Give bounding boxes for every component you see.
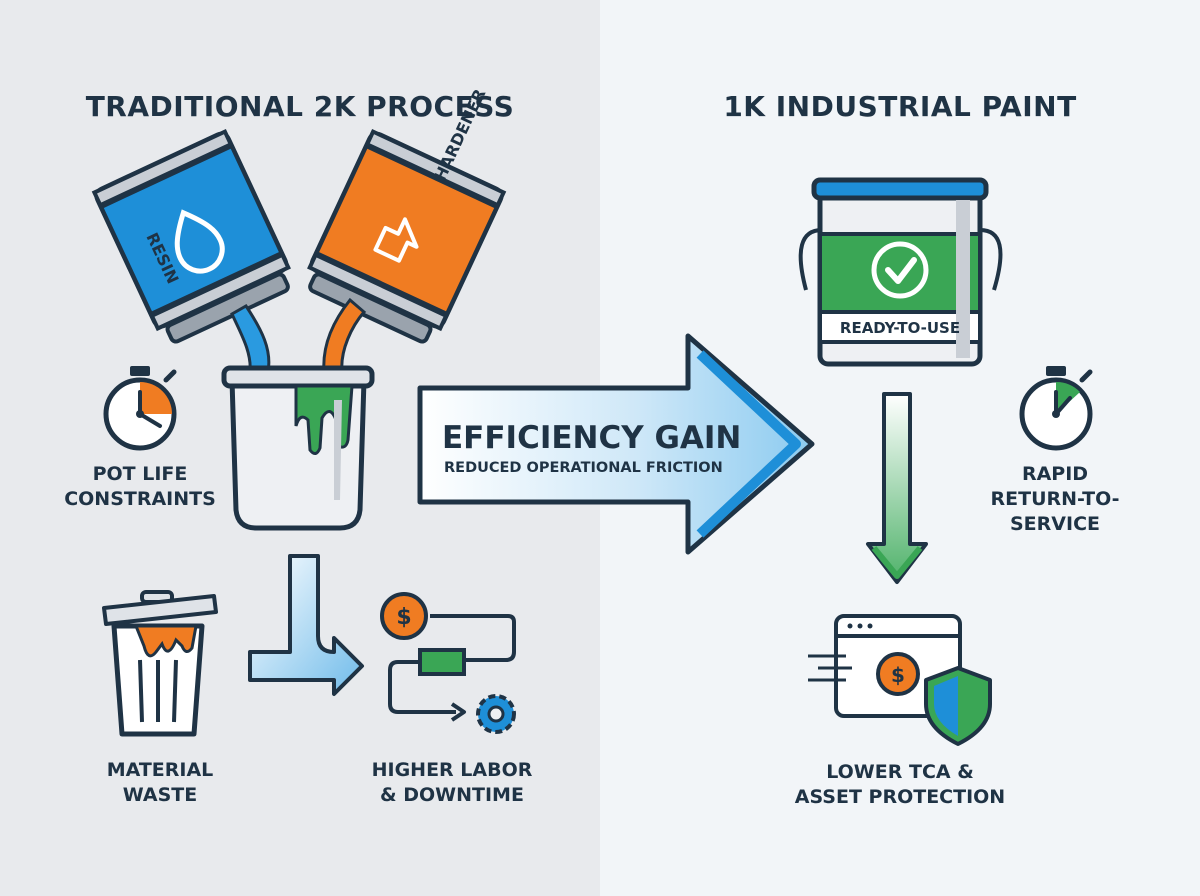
labor-downtime-line-2: & DOWNTIME [380, 784, 524, 806]
material-waste-label: MATERIAL WASTE [60, 758, 260, 808]
elbow-arrow-icon [248, 554, 364, 696]
tca-asset-line-2: ASSET PROTECTION [794, 786, 1006, 808]
efficiency-gain-subtitle: REDUCED OPERATIONAL FRICTION [444, 460, 723, 476]
labor-dollar-symbol: $ [396, 605, 411, 630]
down-arrow-icon [866, 392, 928, 584]
pot-life-line-1: POT LIFE [92, 463, 188, 485]
pot-life-line-2: CONSTRAINTS [64, 488, 216, 510]
tca-asset-label: LOWER TCA & ASSET PROTECTION [780, 760, 1020, 810]
trash-can-icon [102, 590, 218, 737]
rapid-return-line-2: RETURN-TO- [990, 488, 1120, 510]
labor-cycle-icon: $ [380, 592, 516, 734]
hardener-can-icon [307, 128, 507, 344]
resin-can-icon [91, 128, 291, 344]
material-waste-line-1: MATERIAL [106, 759, 214, 781]
mixing-bucket-icon [221, 365, 375, 531]
tca-asset-line-1: LOWER TCA & [826, 761, 974, 783]
material-waste-line-2: WASTE [122, 784, 198, 806]
pot-life-stopwatch-icon [103, 366, 177, 451]
ready-to-use-label: READY-TO-USE [840, 319, 960, 337]
left-panel-title: TRADITIONAL 2K PROCESS [85, 90, 515, 123]
rapid-return-label: RAPID RETURN-TO- SERVICE [960, 462, 1150, 537]
tca-dollar-symbol: $ [891, 663, 905, 687]
ready-to-use-can-icon [798, 177, 1003, 367]
efficiency-gain-title: EFFICIENCY GAIN [442, 420, 742, 456]
labor-downtime-label: HIGHER LABOR & DOWNTIME [352, 758, 552, 808]
rapid-return-stopwatch-icon [1019, 366, 1093, 451]
pot-life-label: POT LIFE CONSTRAINTS [40, 462, 240, 512]
rapid-return-line-3: SERVICE [1010, 513, 1100, 535]
asset-protection-icon: $ [808, 614, 992, 746]
rapid-return-line-1: RAPID [1021, 463, 1089, 485]
efficiency-arrow-icon [417, 333, 815, 555]
right-panel-title: 1K INDUSTRIAL PAINT [723, 90, 1077, 123]
labor-downtime-line-1: HIGHER LABOR [371, 759, 533, 781]
